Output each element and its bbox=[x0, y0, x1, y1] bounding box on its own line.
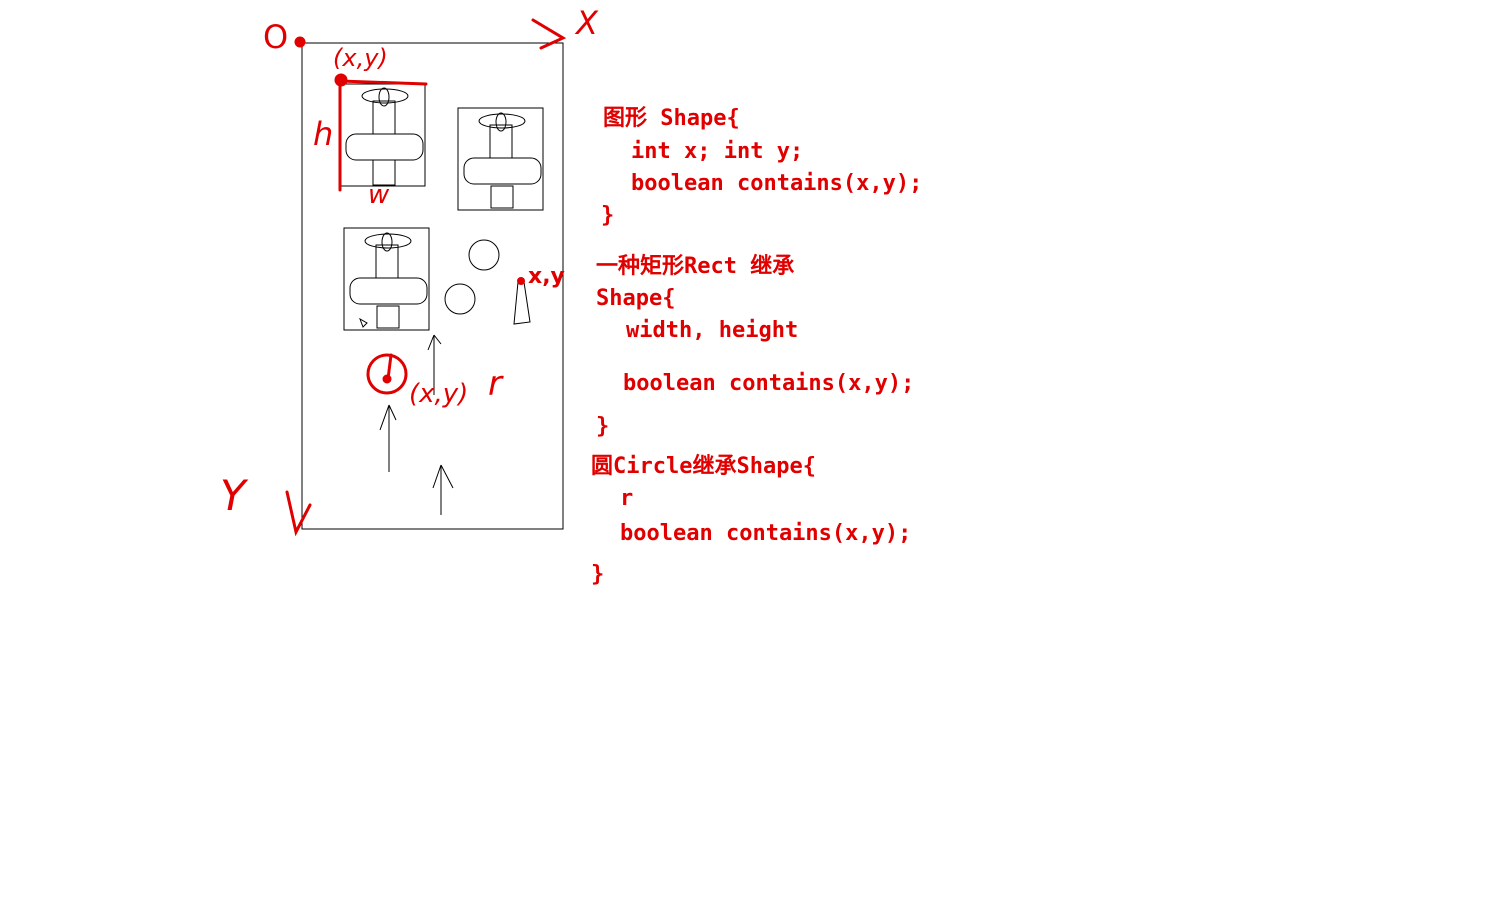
point-label: x,y bbox=[528, 264, 565, 289]
y-axis-label: Y bbox=[220, 471, 249, 520]
arrows bbox=[379, 334, 454, 515]
board-frame bbox=[301, 42, 564, 530]
circle-header: 圆Circle继承Shape{ bbox=[591, 454, 816, 479]
circle-close: } bbox=[591, 562, 605, 587]
origin-label: O bbox=[263, 18, 288, 56]
bullet-circle-1 bbox=[468, 239, 500, 271]
bullet-circle-2 bbox=[444, 283, 476, 315]
rect-header-line1: 一种矩形Rect 继承 bbox=[596, 254, 795, 279]
circle-center-label: (x,y) bbox=[409, 379, 468, 409]
circle-field: r bbox=[620, 486, 634, 511]
point-dot bbox=[517, 277, 525, 285]
rect-height-label: h bbox=[313, 115, 333, 153]
shape-header: 图形 Shape{ bbox=[603, 106, 740, 131]
rect-anchor-label: (x,y) bbox=[333, 44, 388, 72]
axis-annotations bbox=[285, 18, 567, 537]
x-axis-label: X bbox=[574, 4, 599, 42]
circle-annotation bbox=[366, 353, 408, 395]
circle-method: boolean contains(x,y); bbox=[620, 521, 912, 546]
device-sprite-2 bbox=[457, 107, 544, 211]
rect-width-label: w bbox=[368, 180, 390, 210]
rect-method: boolean contains(x,y); bbox=[623, 371, 915, 396]
device-sprite-1 bbox=[340, 83, 426, 187]
device-sprite-3 bbox=[343, 227, 430, 331]
shape-close: } bbox=[601, 203, 615, 228]
rect-annotation bbox=[334, 73, 428, 192]
rect-close: } bbox=[596, 414, 610, 439]
rect-header-line2: Shape{ bbox=[596, 286, 676, 311]
shape-field: int x; int y; bbox=[631, 139, 804, 164]
rect-field: width, height bbox=[626, 318, 799, 343]
shape-method: boolean contains(x,y); bbox=[631, 171, 923, 196]
circle-radius-label: r bbox=[488, 364, 504, 404]
